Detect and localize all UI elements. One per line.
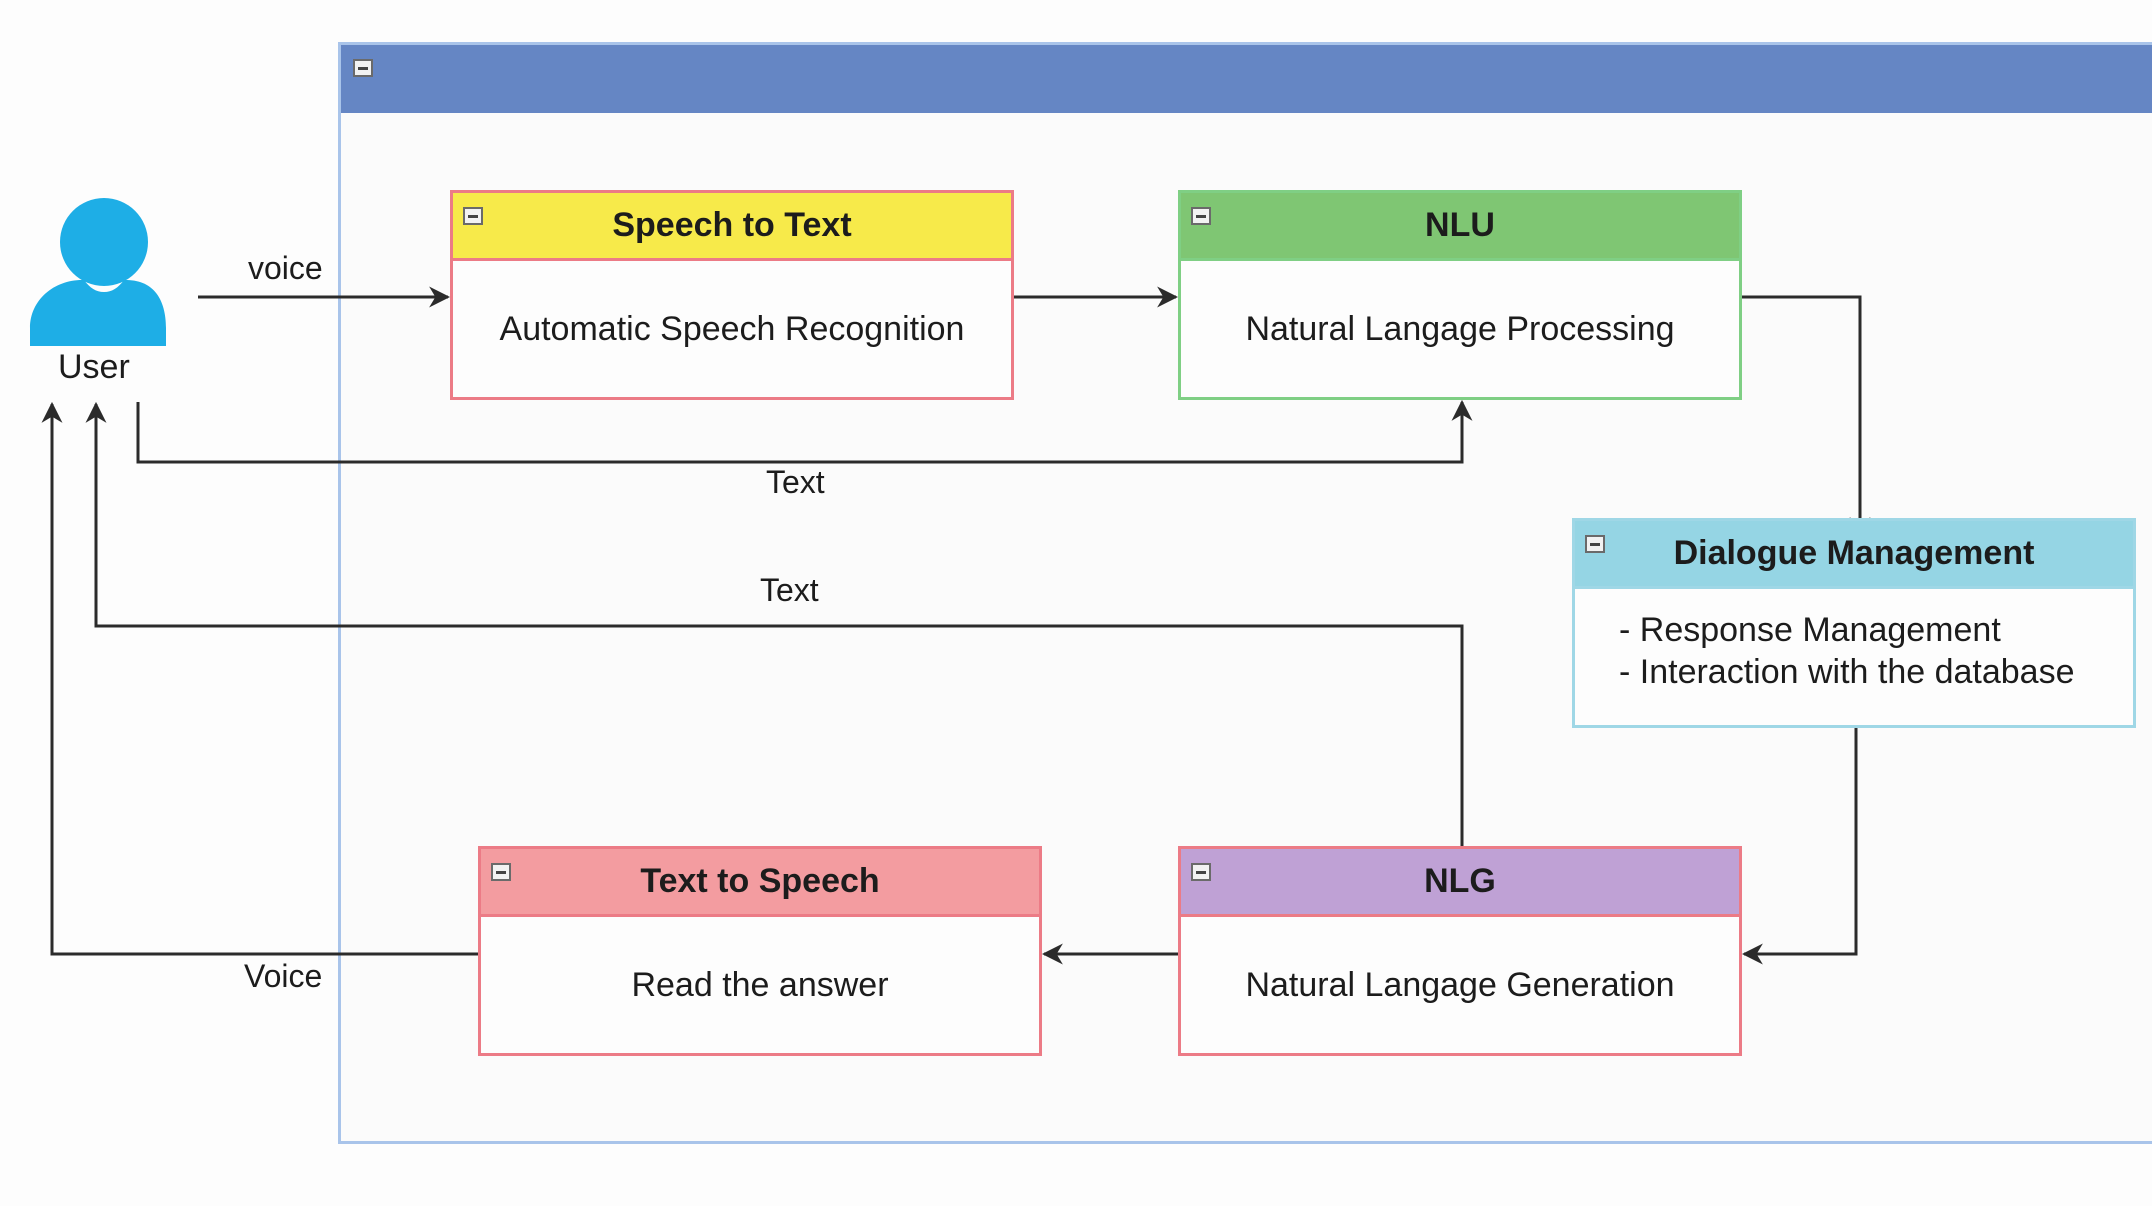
user-icon[interactable] — [26, 196, 166, 346]
list-item: - Interaction with the database — [1619, 653, 2075, 691]
nlg-body: Natural Langage Generation — [1245, 965, 1675, 1004]
dialogue-management-body: - Response Management - Interaction with… — [1575, 589, 2133, 725]
dialogue-management-title: Dialogue Management — [1673, 534, 2035, 572]
speech-to-text-body: Automatic Speech Recognition — [499, 309, 965, 348]
speech-to-text-box[interactable]: Speech to Text Automatic Speech Recognit… — [450, 190, 1014, 400]
dialogue-management-header: Dialogue Management — [1575, 521, 2133, 589]
text-to-speech-title: Text to Speech — [640, 862, 880, 900]
collapse-icon[interactable] — [463, 207, 483, 225]
text-to-speech-header: Text to Speech — [481, 849, 1039, 917]
edge-label-voice-out: Voice — [244, 958, 323, 994]
nlu-title: NLU — [1425, 206, 1495, 244]
edge-label-voice-in: voice — [248, 250, 323, 286]
speech-to-text-title: Speech to Text — [612, 206, 852, 244]
text-to-speech-body: Read the answer — [631, 965, 889, 1004]
collapse-icon[interactable] — [1585, 535, 1605, 553]
user-label: User — [58, 348, 130, 386]
collapse-icon[interactable] — [1191, 863, 1211, 881]
nlg-box[interactable]: NLG Natural Langage Generation — [1178, 846, 1742, 1056]
edge-label-text-to-nlu: Text — [766, 464, 825, 500]
list-item: - Response Management — [1619, 611, 2001, 649]
text-to-speech-box[interactable]: Text to Speech Read the answer — [478, 846, 1042, 1056]
container-header — [341, 45, 2152, 113]
nlu-box[interactable]: NLU Natural Langage Processing — [1178, 190, 1742, 400]
edge-label-text-to-user: Text — [760, 572, 819, 608]
speech-to-text-header: Speech to Text — [453, 193, 1011, 261]
dialogue-management-box[interactable]: Dialogue Management - Response Managemen… — [1572, 518, 2136, 728]
nlu-body: Natural Langage Processing — [1245, 309, 1675, 348]
nlg-title: NLG — [1424, 862, 1496, 900]
nlg-header: NLG — [1181, 849, 1739, 917]
collapse-icon[interactable] — [1191, 207, 1211, 225]
collapse-icon[interactable] — [491, 863, 511, 881]
nlu-header: NLU — [1181, 193, 1739, 261]
collapse-icon[interactable] — [353, 59, 373, 77]
